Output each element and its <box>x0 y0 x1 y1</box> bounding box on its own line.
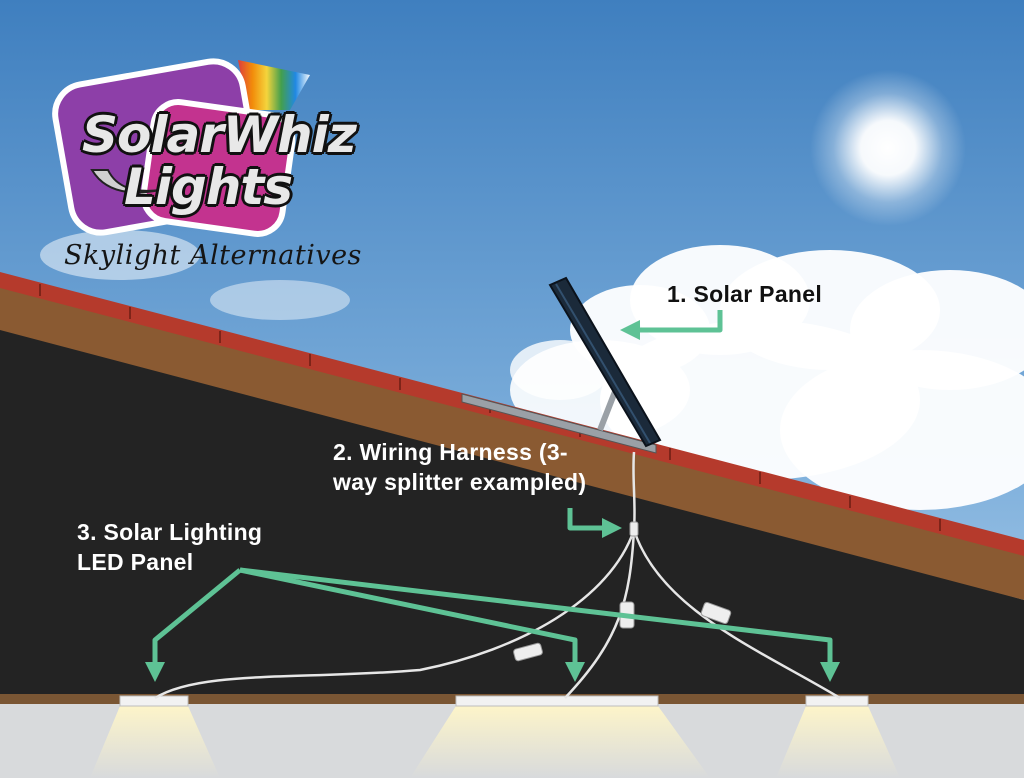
attic-interior <box>0 300 1024 700</box>
label-wiring-harness: 2. Wiring Harness (3- way splitter examp… <box>333 437 586 497</box>
roof-deck <box>0 282 1024 600</box>
callout-arrows <box>145 310 840 682</box>
arrow-wiring-harness <box>567 508 622 538</box>
arrow-led-right <box>239 567 840 682</box>
arrow-solar-panel <box>620 310 723 340</box>
arrow-led-left <box>145 568 242 682</box>
light-beams <box>90 706 900 778</box>
label-led-line-2: LED Panel <box>77 549 194 575</box>
sun <box>810 70 966 226</box>
label-wiring-line-2: way splitter exampled) <box>333 469 587 495</box>
logo-tagline: Skylight Alternatives <box>64 240 362 271</box>
arrow-led-center <box>239 567 585 682</box>
led-panel-center <box>455 695 659 707</box>
label-led-panel: 3. Solar Lighting LED Panel <box>77 517 262 577</box>
logo-line-1: SolarWhiz <box>82 106 357 164</box>
led-panel-left <box>119 695 189 707</box>
label-led-line-1: 3. Solar Lighting <box>77 519 263 545</box>
led-panels <box>119 695 869 707</box>
label-solar-panel-text: 1. Solar Panel <box>667 281 823 307</box>
label-wiring-line-1: 2. Wiring Harness (3- <box>333 439 568 465</box>
solar-panel <box>461 276 662 454</box>
logo-line-2: Lights <box>124 158 293 216</box>
logo-graphic <box>52 58 310 237</box>
label-solar-panel: 1. Solar Panel <box>667 279 822 309</box>
